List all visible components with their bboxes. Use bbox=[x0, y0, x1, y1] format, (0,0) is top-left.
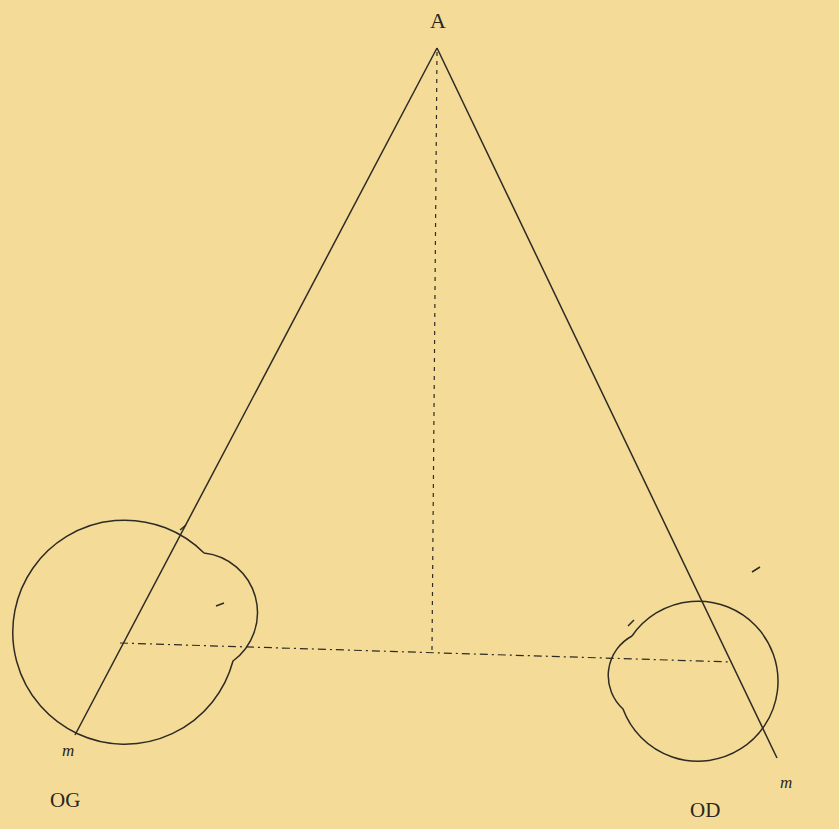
macula-label: m bbox=[780, 774, 792, 791]
median-line bbox=[432, 52, 437, 650]
left-visual-axis bbox=[75, 48, 437, 735]
right-eye-ticks bbox=[628, 567, 760, 626]
point-label: A bbox=[430, 10, 446, 32]
left-eye bbox=[13, 520, 258, 744]
interocular-line bbox=[120, 643, 732, 662]
eye-label: OG bbox=[50, 790, 80, 811]
eye-label: OD bbox=[690, 800, 720, 821]
right-visual-axis bbox=[437, 48, 777, 758]
right-eye bbox=[608, 601, 778, 761]
macula-label: m bbox=[62, 742, 74, 759]
left-eye-ticks bbox=[180, 525, 224, 606]
